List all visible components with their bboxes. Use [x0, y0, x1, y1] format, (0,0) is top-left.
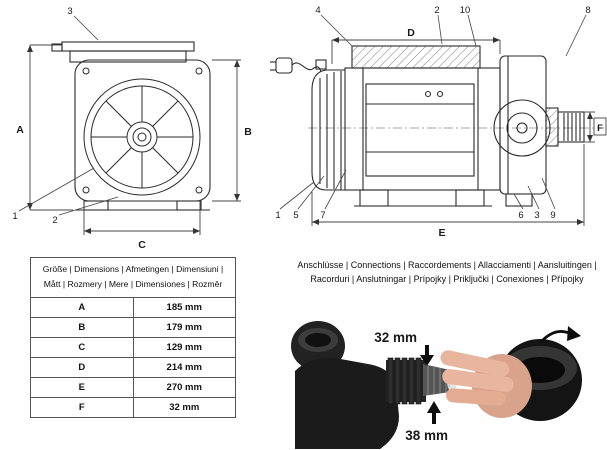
callout-1: 1: [12, 211, 17, 222]
dimension-a: A: [16, 44, 73, 211]
dimension-b: B: [212, 59, 252, 202]
table-row: F 32 mm: [30, 396, 236, 418]
callout-10: 10: [460, 5, 471, 16]
table-row: E 270 mm: [30, 376, 236, 398]
fan-cover-front: [82, 67, 203, 196]
callout-7: 7: [320, 210, 325, 221]
dim-key: B: [30, 316, 134, 338]
dim-value: 129 mm: [132, 336, 236, 358]
dim-label-f: F: [597, 123, 603, 134]
callout-4: 4: [315, 5, 320, 16]
dim-value: 185 mm: [132, 296, 236, 318]
fitting-body: [295, 357, 399, 449]
dim-value: 214 mm: [132, 356, 236, 378]
pump-volute: [493, 55, 551, 207]
dim-label-e: E: [438, 227, 445, 239]
dimension-e: E: [311, 144, 585, 239]
arrow-down-icon: [420, 345, 434, 366]
dim-label-b: B: [244, 126, 252, 138]
dim-label-d: D: [407, 27, 415, 39]
outlet-pipe: [545, 107, 585, 147]
dim-label-a: A: [16, 124, 24, 136]
dim-key: E: [30, 376, 134, 398]
dim-key: D: [30, 356, 134, 378]
top-size-label: 32 mm: [374, 330, 417, 345]
power-plug: [270, 57, 327, 74]
fitting-collar: [386, 357, 426, 405]
dimensions-table-header: Größe | Dimensions | Afmetingen | Dimens…: [30, 257, 236, 298]
dimension-d: D: [331, 27, 501, 64]
dim-value: 270 mm: [132, 376, 236, 398]
front-view-drawing: A B C: [12, 6, 252, 251]
callout-2: 2: [52, 215, 57, 226]
bottom-size-label: 38 mm: [405, 428, 448, 443]
dimensions-table: Größe | Dimensions | Afmetingen | Dimens…: [30, 257, 236, 418]
dimension-c: C: [83, 200, 201, 251]
table-row: C 129 mm: [30, 336, 236, 358]
dim-key: C: [30, 336, 134, 358]
callout-3-side: 3: [534, 210, 539, 221]
table-header-row: Größe | Dimensions | Afmetingen | Dimens…: [30, 257, 236, 298]
callout-5: 5: [293, 210, 298, 221]
callout-2-side: 2: [434, 5, 439, 16]
dim-key: F: [30, 396, 134, 418]
table-row: A 185 mm: [30, 296, 236, 318]
table-row: B 179 mm: [30, 316, 236, 338]
dim-key: A: [30, 296, 134, 318]
arrow-up-icon: [427, 401, 441, 424]
connections-header: Anschlüsse | Connections | Raccordements…: [297, 260, 597, 285]
rotate-arrow-icon: [538, 326, 581, 344]
dimension-f: F: [584, 111, 607, 143]
callout-6: 6: [518, 210, 523, 221]
dim-value: 179 mm: [132, 316, 236, 338]
side-view-drawing: D E F: [270, 5, 607, 239]
motor-body: [344, 45, 501, 207]
dim-label-c: C: [138, 239, 146, 251]
callout-8: 8: [585, 5, 590, 16]
dim-value: 32 mm: [132, 396, 236, 418]
side-view-callout-leaders: [279, 14, 587, 210]
connections-photo: 32 mm 38 mm: [291, 321, 582, 449]
callout-9: 9: [550, 210, 555, 221]
hand: [440, 350, 532, 418]
callout-3: 3: [67, 6, 72, 17]
callout-1-side: 1: [275, 210, 280, 221]
table-row: D 214 mm: [30, 356, 236, 378]
front-view-callouts: [18, 15, 119, 216]
motor-rear-bell: [311, 69, 345, 191]
